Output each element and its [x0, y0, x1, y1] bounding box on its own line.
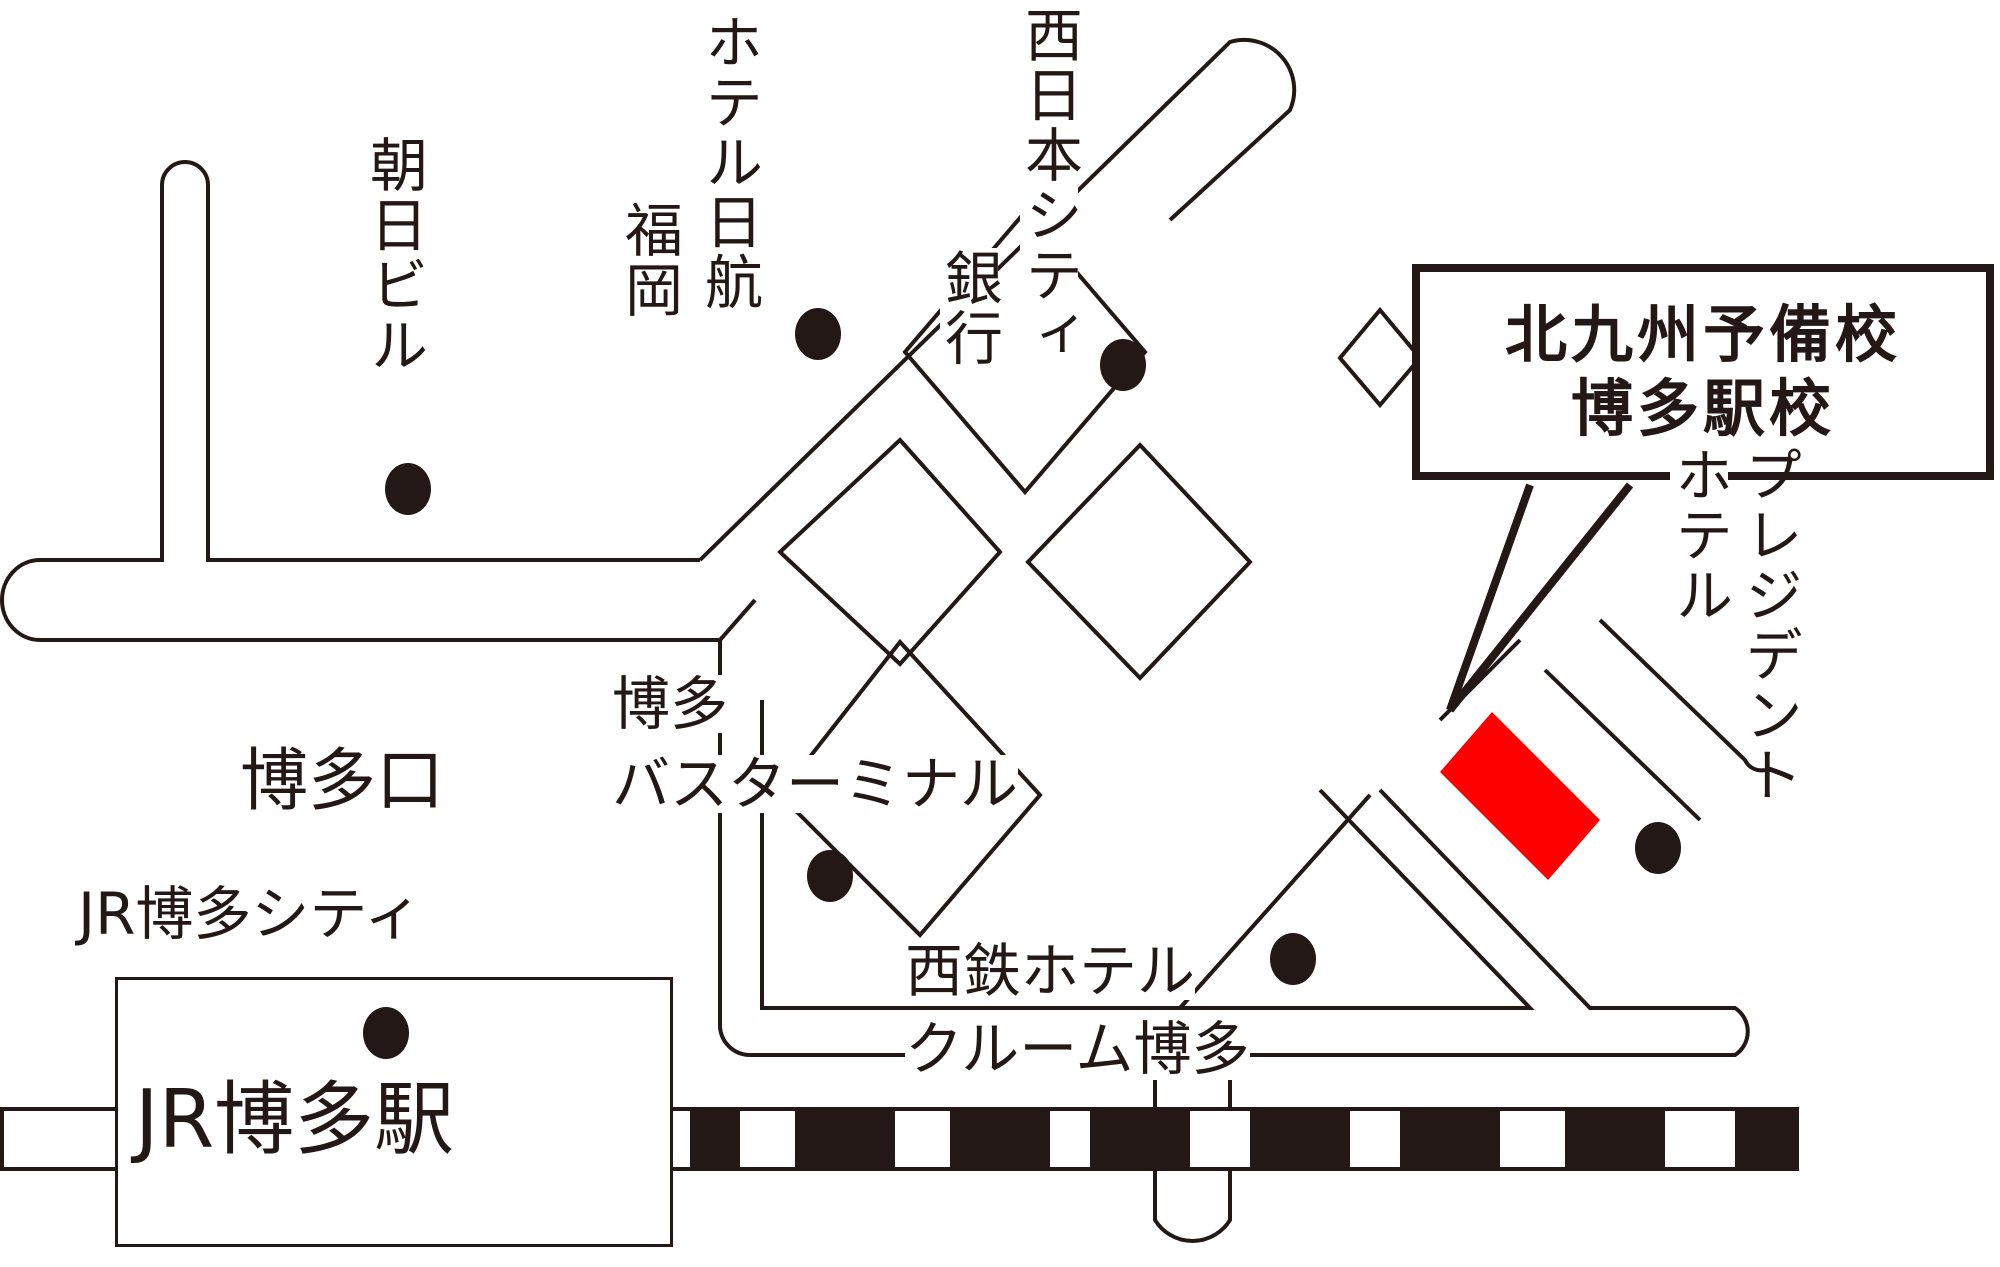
road-east-diagonal-2 — [1598, 618, 1766, 773]
road-east-diagonal — [1543, 668, 1702, 822]
block-ne — [1337, 306, 1423, 409]
block-center — [1025, 442, 1253, 681]
road-west-main — [0, 160, 720, 642]
destination-name-line1: 北九州予備校 — [1504, 297, 1901, 371]
label-president-hotel-line1: プレジデント — [1735, 445, 1803, 805]
block-sw — [777, 638, 1043, 938]
label-nishinippon-bank-line2: 銀行 — [935, 248, 1003, 368]
block-w — [777, 437, 1003, 667]
landmark-dot-president-hotel — [1635, 822, 1681, 874]
road-bus-terminal — [718, 640, 1750, 1057]
road-south-spur — [1153, 1080, 1232, 1243]
label-bus-terminal-line1: 博多 — [612, 670, 729, 738]
landmark-dot-nishitetsu-hotel — [1270, 933, 1316, 985]
label-president-hotel-line2: ホテル — [1665, 445, 1733, 625]
label-hakata-exit: 博多口 — [240, 742, 445, 821]
callout-pointer — [1446, 482, 1634, 713]
destination-marker — [1440, 712, 1600, 880]
jr-hakata-station-box — [115, 977, 673, 1247]
label-nishitetsu-hotel-line1: 西鉄ホテル — [905, 937, 1196, 1005]
label-jr-hakata-city: JR博多シティ — [78, 880, 422, 948]
landmark-dot-hotel-nikko — [795, 308, 841, 360]
road-center-se — [1178, 793, 1372, 1010]
landmark-dot-jr-hakata-city — [363, 1007, 409, 1059]
label-hotel-nikko-line1: ホテル日航 — [695, 12, 763, 312]
label-nishitetsu-hotel-line2: クルーム博多 — [905, 1015, 1250, 1083]
station-name: JR博多駅 — [135, 1073, 455, 1166]
road-diagonal-north — [698, 38, 1297, 562]
destination-callout: 北九州予備校 博多駅校 — [1412, 264, 1994, 480]
landmark-dot-bus-terminal — [807, 850, 853, 902]
label-nishinippon-bank-line1: 西日本シティ — [1015, 5, 1083, 365]
label-bus-terminal-line2: バスターミナル — [612, 750, 1019, 818]
destination-name-line2: 博多駅校 — [1570, 372, 1835, 445]
landmark-dot-nishinippon-bank — [1100, 339, 1146, 391]
road-diagonal-north-inner — [718, 598, 757, 642]
label-hotel-nikko-line2: 福岡 — [615, 200, 683, 320]
landmark-dot-asahi-building — [385, 463, 431, 515]
label-asahi-building: 朝日ビル — [360, 135, 428, 375]
road-bus-inner — [760, 700, 1535, 1010]
